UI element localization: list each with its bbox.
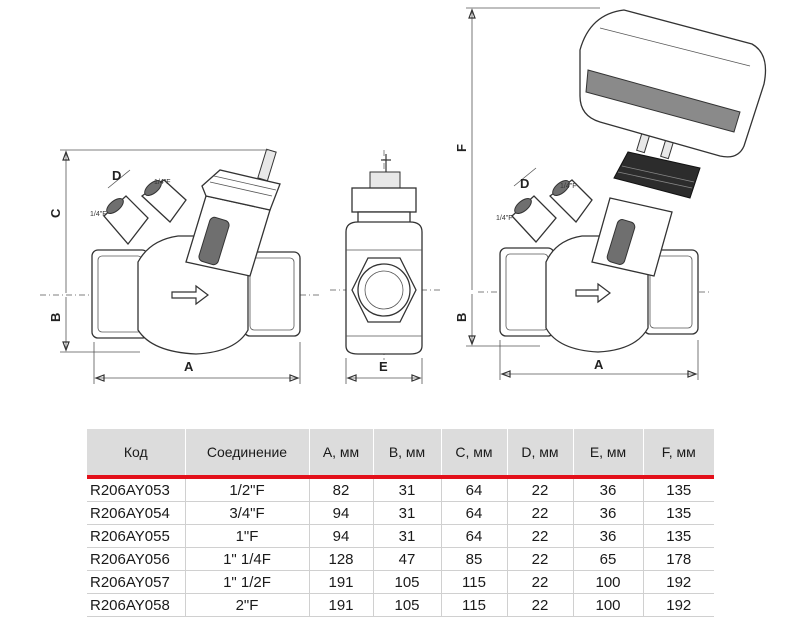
dim-label-a-left: A	[184, 359, 194, 374]
cell-f: 135	[643, 477, 714, 502]
cell-d: 22	[507, 570, 574, 594]
cell-code: R206AY053	[87, 477, 186, 502]
cell-a: 94	[309, 501, 374, 525]
cell-a: 191	[309, 570, 374, 594]
cell-code: R206AY058	[87, 593, 186, 617]
cell-e: 65	[573, 547, 644, 571]
valve-technical-drawing: D A B C 1/4"F 1/4"F E	[40, 7, 767, 384]
cell-c: 115	[441, 570, 508, 594]
cell-c: 64	[441, 524, 508, 548]
cell-f: 192	[643, 570, 714, 594]
cell-connection: 1" 1/4F	[185, 547, 310, 571]
valve-middle-view: E	[330, 150, 440, 384]
cell-e: 36	[573, 524, 644, 548]
dim-label-d-right: D	[520, 176, 529, 191]
col-header-code: Код	[87, 429, 186, 477]
cell-connection: 2"F	[185, 593, 310, 617]
cell-connection: 1" 1/2F	[185, 570, 310, 594]
cell-a: 128	[309, 547, 374, 571]
dim-label-b-left: B	[48, 313, 63, 322]
cell-d: 22	[507, 501, 574, 525]
cell-b: 31	[373, 501, 442, 525]
cell-f: 192	[643, 593, 714, 617]
cell-connection: 1/2"F	[185, 477, 310, 502]
cell-b: 105	[373, 593, 442, 617]
cell-d: 22	[507, 593, 574, 617]
cell-f: 135	[643, 524, 714, 548]
cell-b: 47	[373, 547, 442, 571]
cell-code: R206AY057	[87, 570, 186, 594]
cell-connection: 3/4"F	[185, 501, 310, 525]
cell-d: 22	[507, 524, 574, 548]
cell-code: R206AY056	[87, 547, 186, 571]
cell-a: 94	[309, 524, 374, 548]
valve-left-view: D A B C 1/4"F 1/4"F	[40, 148, 320, 384]
col-header-f: F, мм	[643, 429, 714, 477]
dimensions-table: Код Соединение A, мм B, мм C, мм D, мм E…	[87, 429, 714, 617]
cell-code: R206AY054	[87, 501, 186, 525]
cell-c: 64	[441, 501, 508, 525]
cell-c: 85	[441, 547, 508, 571]
cell-b: 31	[373, 524, 442, 548]
col-header-d: D, мм	[507, 429, 574, 477]
dim-label-e: E	[379, 359, 388, 374]
col-header-b: B, мм	[373, 429, 442, 477]
cell-b: 31	[373, 477, 442, 502]
valve-right-view: D A B F 1/4"F 1/4"F	[454, 7, 767, 380]
port-label-right-top: 1/4"F	[560, 183, 577, 190]
col-header-a: A, мм	[309, 429, 374, 477]
dim-label-c-left: C	[48, 208, 63, 218]
cell-e: 100	[573, 593, 644, 617]
cell-c: 115	[441, 593, 508, 617]
cell-f: 135	[643, 501, 714, 525]
port-label-left-top: 1/4"F	[154, 179, 171, 186]
dim-label-a-right: A	[594, 357, 604, 372]
cell-code: R206AY055	[87, 524, 186, 548]
cell-a: 191	[309, 593, 374, 617]
cell-e: 36	[573, 477, 644, 502]
cell-f: 178	[643, 547, 714, 571]
col-header-e: E, мм	[573, 429, 644, 477]
cell-a: 82	[309, 477, 374, 502]
col-header-c: C, мм	[441, 429, 508, 477]
table-header-row: Код Соединение A, мм B, мм C, мм D, мм E…	[87, 429, 714, 477]
dim-label-d-left: D	[112, 168, 121, 183]
dim-label-f-right: F	[454, 144, 469, 152]
cell-e: 100	[573, 570, 644, 594]
cell-b: 105	[373, 570, 442, 594]
cell-d: 22	[507, 547, 574, 571]
port-label-right-side: 1/4"F	[496, 215, 513, 222]
cell-connection: 1"F	[185, 524, 310, 548]
dim-label-b-right: B	[454, 313, 469, 322]
col-header-connection: Соединение	[185, 429, 310, 477]
cell-e: 36	[573, 501, 644, 525]
cell-d: 22	[507, 477, 574, 502]
port-label-left-side: 1/4"F	[90, 211, 107, 218]
cell-c: 64	[441, 477, 508, 502]
